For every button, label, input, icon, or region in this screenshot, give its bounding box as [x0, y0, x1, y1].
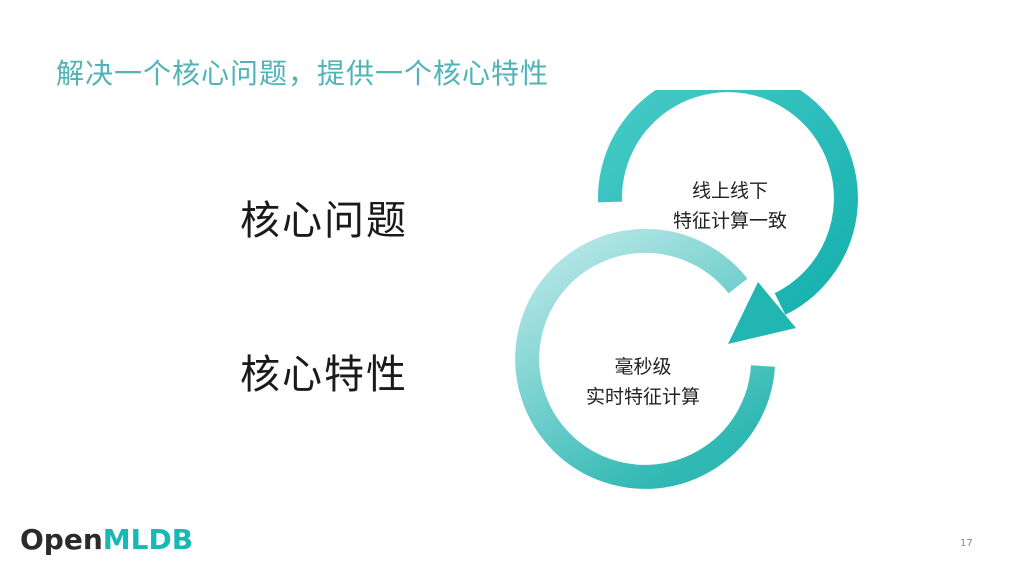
page-number: 17 [960, 538, 973, 549]
slide-title: 解决一个核心问题，提供一个核心特性 [56, 57, 550, 90]
cycle-diagram [515, 90, 858, 489]
top-ring-arc [597, 90, 858, 315]
core-feature-label: 核心特性 [240, 352, 408, 398]
logo-text-open: Open [20, 522, 103, 556]
bottom-ring-line1: 毫秒级 [614, 356, 672, 378]
bottom-ring-arc [515, 228, 775, 489]
top-ring-label: 线上线下 特征计算一致 [650, 176, 810, 236]
logo-text-mldb: MLDB [102, 522, 194, 556]
top-ring-line2: 特征计算一致 [672, 210, 787, 232]
core-problem-label: 核心问题 [240, 198, 408, 244]
top-ring-line1: 线上线下 [691, 180, 768, 202]
bottom-ring-label: 毫秒级 实时特征计算 [563, 352, 723, 412]
cycle-arrow-head [728, 282, 796, 344]
bottom-ring-line2: 实时特征计算 [585, 386, 700, 408]
